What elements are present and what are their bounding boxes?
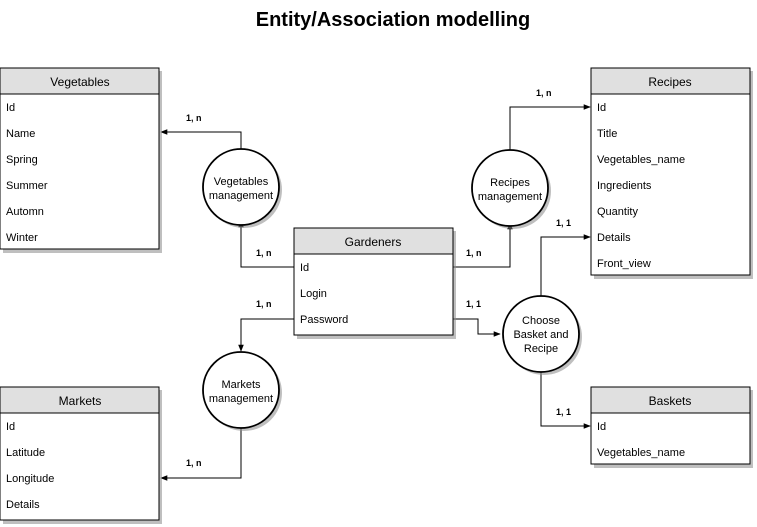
page-title: Entity/Association modelling: [256, 9, 530, 31]
entity-markets-name: Markets: [59, 394, 102, 408]
edge-choose-baskets: [540, 372, 591, 429]
edge-gardeners-vegetables-management: [238, 220, 294, 268]
cardinality-gardeners-markets: 1, n: [256, 299, 272, 309]
association-label: Recipes: [490, 177, 530, 189]
edge-gardeners-markets-management: [238, 318, 294, 352]
entity-vegetables-field: Spring: [6, 154, 38, 166]
entity-gardeners-field: Id: [300, 262, 309, 274]
entity-recipes-field: Details: [597, 232, 631, 244]
cardinality-baskets-choose: 1, 1: [556, 407, 571, 417]
entity-baskets[interactable]: Baskets Id Vegetables_name: [590, 386, 753, 468]
edge-gardeners-choose: [453, 318, 501, 337]
entity-markets-field: Details: [6, 499, 40, 511]
entity-baskets-name: Baskets: [649, 394, 692, 408]
entity-recipes-name: Recipes: [648, 75, 691, 89]
entity-recipes[interactable]: Recipes Id Title Vegetables_name Ingredi…: [590, 67, 753, 279]
association-markets-management[interactable]: Markets management: [202, 351, 282, 431]
cardinality-recipes-choose: 1, 1: [556, 218, 571, 228]
entity-recipes-field: Front_view: [597, 258, 651, 270]
edges: [160, 104, 591, 481]
entity-vegetables-field: Id: [6, 102, 15, 114]
entity-recipes-field: Id: [597, 102, 606, 114]
cardinality-markets-side: 1, n: [186, 458, 202, 468]
entity-gardeners-field: Password: [300, 314, 348, 326]
association-choose-basket-and-recipe[interactable]: Choose Basket and Recipe: [502, 295, 582, 375]
entity-gardeners-field: Login: [300, 288, 327, 300]
entity-vegetables-field: Winter: [6, 232, 38, 244]
association-label: Vegetables: [214, 176, 269, 188]
entity-markets[interactable]: Markets Id Latitude Longitude Details: [0, 386, 162, 524]
edge-choose-recipes: [540, 234, 591, 297]
cardinality-gardeners-choose: 1, 1: [466, 299, 481, 309]
edge-markets-management-markets: [160, 428, 242, 481]
cardinality-gardeners-vegetables: 1, n: [256, 248, 272, 258]
association-label: Markets: [221, 379, 261, 391]
association-vegetables-management[interactable]: Vegetables management: [202, 148, 282, 228]
cardinality-gardeners-recipes: 1, n: [466, 248, 482, 258]
entity-baskets-field: Id: [597, 421, 606, 433]
entity-vegetables-field: Name: [6, 128, 35, 140]
entity-baskets-field: Vegetables_name: [597, 447, 685, 459]
association-label: management: [209, 190, 273, 202]
entity-vegetables-field: Summer: [6, 180, 48, 192]
entity-gardeners-name: Gardeners: [345, 235, 402, 249]
edge-vegetables-management-vegetables: [160, 129, 242, 152]
association-label: management: [478, 191, 542, 203]
cardinality-vegetables-side: 1, n: [186, 113, 202, 123]
association-label: Basket and: [513, 329, 568, 341]
cardinalities: 1, n 1, n 1, n 1, n 1, n 1, n 1, 1 1, 1 …: [186, 88, 571, 468]
entity-gardeners[interactable]: Gardeners Id Login Password: [293, 227, 456, 339]
entity-recipes-field: Ingredients: [597, 180, 652, 192]
entity-vegetables[interactable]: Vegetables Id Name Spring Summer Automn …: [0, 67, 162, 253]
cardinality-recipes-side: 1, n: [536, 88, 552, 98]
edge-recipes-management-recipes: [509, 104, 591, 152]
entity-markets-field: Id: [6, 421, 15, 433]
entity-vegetables-name: Vegetables: [50, 75, 109, 89]
entity-recipes-field: Quantity: [597, 206, 638, 218]
association-label: Recipe: [524, 343, 558, 355]
association-recipes-management[interactable]: Recipes management: [471, 149, 551, 229]
association-label: management: [209, 393, 273, 405]
entity-markets-field: Latitude: [6, 447, 45, 459]
edge-gardeners-recipes-management: [453, 222, 513, 268]
entity-recipes-field: Title: [597, 128, 617, 140]
entity-vegetables-field: Automn: [6, 206, 44, 218]
entity-markets-field: Longitude: [6, 473, 54, 485]
entity-recipes-field: Vegetables_name: [597, 154, 685, 166]
association-label: Choose: [522, 315, 560, 327]
